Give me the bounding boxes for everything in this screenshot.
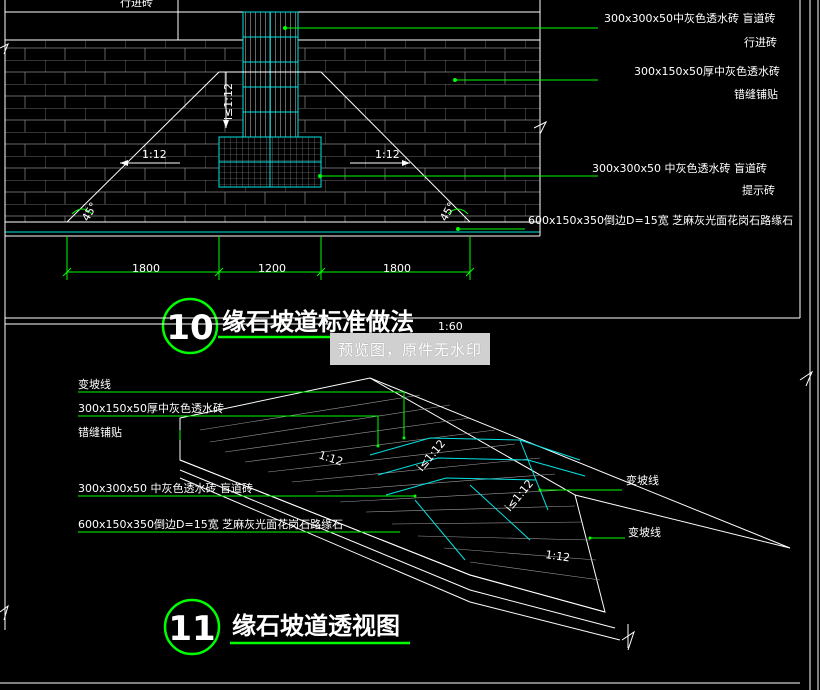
watermark-text: 预览图，原件无水印 xyxy=(337,340,482,359)
preview-watermark: 预览图，原件无水印 xyxy=(330,333,490,365)
plan-label-tactile-guide: 300x300x50中灰色透水砖 盲道砖 xyxy=(604,11,776,25)
ramp-left-edge xyxy=(66,71,220,223)
persp-label-grade-change: 变坡线 xyxy=(78,377,111,391)
top-cut-label: 行进砖 xyxy=(120,0,153,9)
ramp-right-edge xyxy=(320,71,471,223)
break-mark-right xyxy=(533,120,548,135)
plan-slope-vertical: i≤1:12 xyxy=(222,83,235,120)
detail-10-scale: 1:60 xyxy=(438,320,463,333)
detail-10-circle xyxy=(161,297,219,355)
persp-label-paver: 300x150x50厚中灰色透水砖 xyxy=(78,401,224,415)
dim-center: 1200 xyxy=(258,262,286,275)
perspective-tactile-strips xyxy=(369,437,586,561)
persp-label-curb: 600x150x350倒边D=15宽 芝麻灰光面花岗石路缘石 xyxy=(78,517,343,531)
detail-10-title: 缘石坡道标准做法 xyxy=(222,308,414,336)
persp-slope-3: i≤1:12 xyxy=(502,477,536,514)
plan-label-paver-2: 错缝铺贴 xyxy=(734,87,778,101)
detail-10-number: 10 xyxy=(166,308,213,348)
detail-11-title: 缘石坡道透视图 xyxy=(232,612,400,640)
persp-label-grade-change-2: 变坡线 xyxy=(626,473,659,487)
plan-label-paver: 300x150x50厚中灰色透水砖 xyxy=(634,64,780,78)
plan-label-warning: 300x300x50 中灰色透水砖 盲道砖 xyxy=(592,161,767,175)
plan-label-warning-2: 提示砖 xyxy=(742,183,775,197)
ramp-surface-outline xyxy=(179,377,606,613)
detail-11-number: 11 xyxy=(168,609,215,649)
plan-view: 行进砖 1:12 xyxy=(0,0,793,355)
detail-11-circle xyxy=(163,598,221,656)
persp-slope-4: 1:12 xyxy=(545,548,571,564)
plan-slope-left: 1:12 xyxy=(142,148,167,161)
plan-label-curb: 600x150x350倒边D=15宽 芝麻灰光面花岗石路缘石 xyxy=(528,213,793,227)
dim-left: 1800 xyxy=(132,262,160,275)
ramp-brick-hatch xyxy=(199,394,601,581)
perspective-view: 1:12 i≤1:12 i≤1:12 1:12 变坡线 300x150x50厚中… xyxy=(78,377,791,656)
plan-slope-right: 1:12 xyxy=(375,148,400,161)
persp-slope-1: 1:12 xyxy=(317,448,345,468)
persp-label-grade-change-3: 变坡线 xyxy=(628,525,661,539)
persp-label-paver-2: 错缝铺贴 xyxy=(78,425,122,439)
plan-label-tactile-guide-2: 行进砖 xyxy=(744,35,777,49)
dim-right: 1800 xyxy=(383,262,411,275)
persp-label-tactile: 300x300x50 中灰色透水砖 盲道砖 xyxy=(78,481,253,495)
